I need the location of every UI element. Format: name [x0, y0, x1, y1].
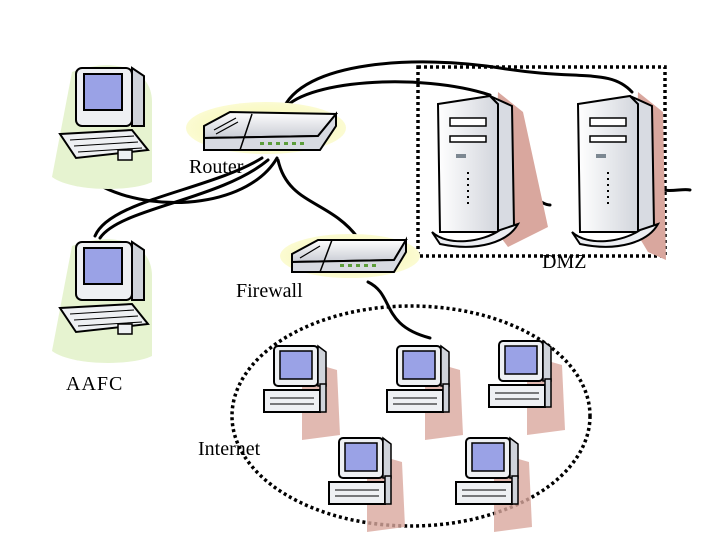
cable-firewall-lan [366, 280, 432, 340]
dmz-server-2 [571, 92, 666, 260]
cable-pc2-router [93, 156, 264, 238]
workstation-aafc [52, 239, 152, 363]
cable-pc2-router-b [98, 158, 270, 240]
cable-pc1-router [101, 156, 279, 204]
internet-label: Internet [198, 438, 261, 460]
firewall-device [280, 234, 420, 278]
workstation-top [52, 65, 152, 189]
router-device [186, 102, 346, 154]
dmz-label: DMZ [542, 251, 587, 273]
aafc-label: AAFC [66, 373, 124, 395]
router-label: Router [189, 156, 244, 178]
internet-pc-2 [386, 345, 464, 441]
dmz-zone-outline [416, 65, 667, 258]
firewall-label: Firewall [236, 280, 303, 302]
internet-pc-3 [488, 340, 566, 436]
internet-pc-5 [455, 437, 533, 533]
dmz-server-1 [431, 92, 548, 248]
internet-pc-1 [263, 344, 340, 440]
cable-router-firewall [276, 158, 360, 240]
cable-router-server1 [280, 80, 492, 114]
internet-zone-outline [230, 304, 592, 528]
